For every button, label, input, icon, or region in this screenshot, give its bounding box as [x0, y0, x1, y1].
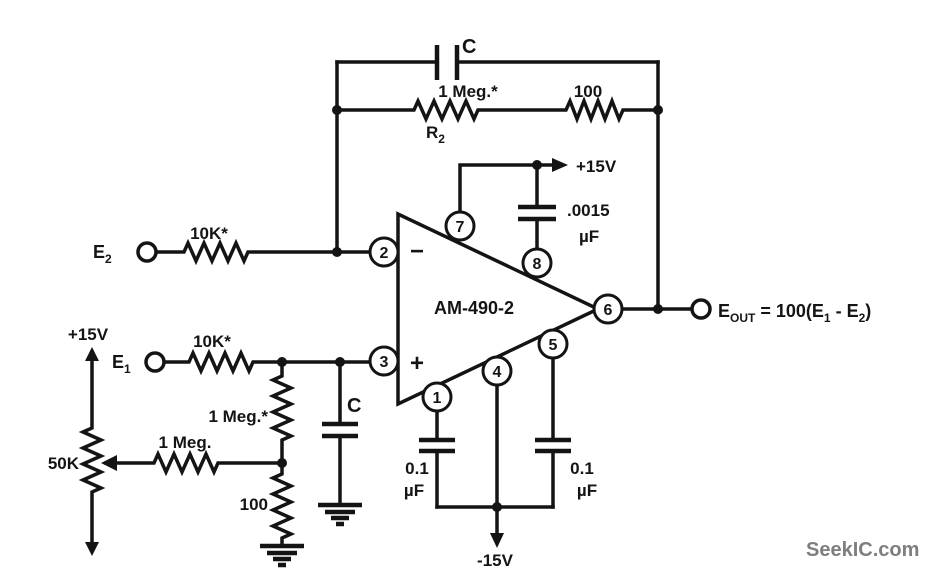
inverting-input-sign: −: [410, 238, 424, 265]
decoupling-left-unit: µF: [404, 481, 424, 500]
bypass-value-label: .0015: [567, 201, 610, 220]
opamp-pin-4: 4: [481, 355, 513, 387]
feedback-cap-label: C: [462, 36, 476, 58]
bypass-capacitor: [518, 204, 556, 222]
opamp-pin-8: 8: [521, 247, 553, 279]
minus15v-arrowhead: [490, 533, 504, 548]
decoupling-cap-left: [419, 437, 455, 454]
pot-50k: [78, 350, 106, 545]
resistor-10k-e1: [163, 348, 372, 376]
input-cap-label: C: [347, 395, 361, 417]
noninverting-input-sign: +: [410, 350, 424, 377]
junction-dots: [277, 105, 663, 512]
decoupling-right-unit: µF: [577, 481, 597, 500]
opamp-pin-5: 5: [537, 328, 569, 360]
input-e2-label: E2: [93, 242, 112, 266]
output-terminal: [690, 298, 712, 320]
resistor-100-ground: [268, 461, 296, 548]
input-e1-line: [144, 348, 372, 376]
input-e2-terminal: [136, 241, 158, 263]
feedback-network: [335, 45, 660, 311]
pin-6-number: 6: [604, 302, 613, 319]
minus15v-label: -15V: [477, 551, 514, 570]
input-e1-label: E1: [112, 352, 131, 376]
feedback-100-label: 100: [574, 82, 602, 101]
resistor-1meg-wiper: [104, 449, 284, 477]
opamp-pin-7: 7: [444, 210, 476, 242]
positive-supply-branch: [458, 158, 568, 251]
resistor-10k-e2: [155, 238, 372, 266]
watermark: SeekIC.com: [806, 539, 919, 561]
input-cap-c: [318, 360, 362, 527]
input-e1-terminal: [144, 351, 166, 373]
wiper-arrowhead: [101, 455, 117, 471]
e2-resistor-label: 10K*: [190, 224, 228, 243]
offset-100-label: 100: [240, 495, 268, 514]
offset-network: [78, 347, 304, 568]
pin-4-number: 4: [493, 364, 502, 381]
decoupling-right-value: 0.1: [570, 459, 594, 478]
pin-7-number: 7: [456, 219, 465, 236]
r2-value-label: 1 Meg.*: [438, 82, 498, 101]
bypass-unit-label: µF: [579, 227, 599, 246]
feedback-capacitor: [434, 45, 460, 80]
opamp-name-label: AM-490-2: [434, 298, 514, 318]
pin-8-number: 8: [533, 256, 542, 273]
pot-up-arrowhead: [85, 347, 99, 361]
resistor-1meg-star: [268, 360, 296, 465]
offset-1meg-label: 1 Meg.*: [208, 407, 268, 426]
pin-1-number: 1: [433, 390, 442, 407]
plus15v-top-label: +15V: [576, 157, 617, 176]
opamp-pin-1: 1: [421, 381, 453, 413]
pot-down-arrowhead: [85, 542, 99, 556]
plus15v-left-label: +15V: [68, 325, 109, 344]
feedback-resistor-r2: [335, 96, 660, 124]
plus15v-arrowhead: [552, 158, 568, 172]
wiper-resistor-label: 1 Meg.: [159, 433, 212, 452]
pin-2-number: 2: [380, 245, 389, 262]
ground-symbol-100: [260, 543, 304, 568]
input-e2-line: [136, 238, 372, 266]
decoupling-left-value: 0.1: [405, 459, 429, 478]
pot-50k-label: 50K: [48, 454, 80, 473]
pin-3-number: 3: [380, 354, 389, 371]
r2-name-label: R2: [426, 123, 445, 146]
pin-5-number: 5: [549, 337, 558, 354]
ground-symbol-c: [318, 502, 362, 527]
output-equation: EOUT = 100(E1 - E2): [718, 301, 871, 325]
opamp-pin-3: 3: [368, 345, 400, 377]
opamp-pin-2: 2: [368, 236, 400, 268]
decoupling-cap-right: [535, 437, 571, 454]
cap-c-plates: [322, 421, 358, 439]
e1-resistor-label: 10K*: [193, 332, 231, 351]
opamp-pin-6: 6: [592, 293, 624, 325]
